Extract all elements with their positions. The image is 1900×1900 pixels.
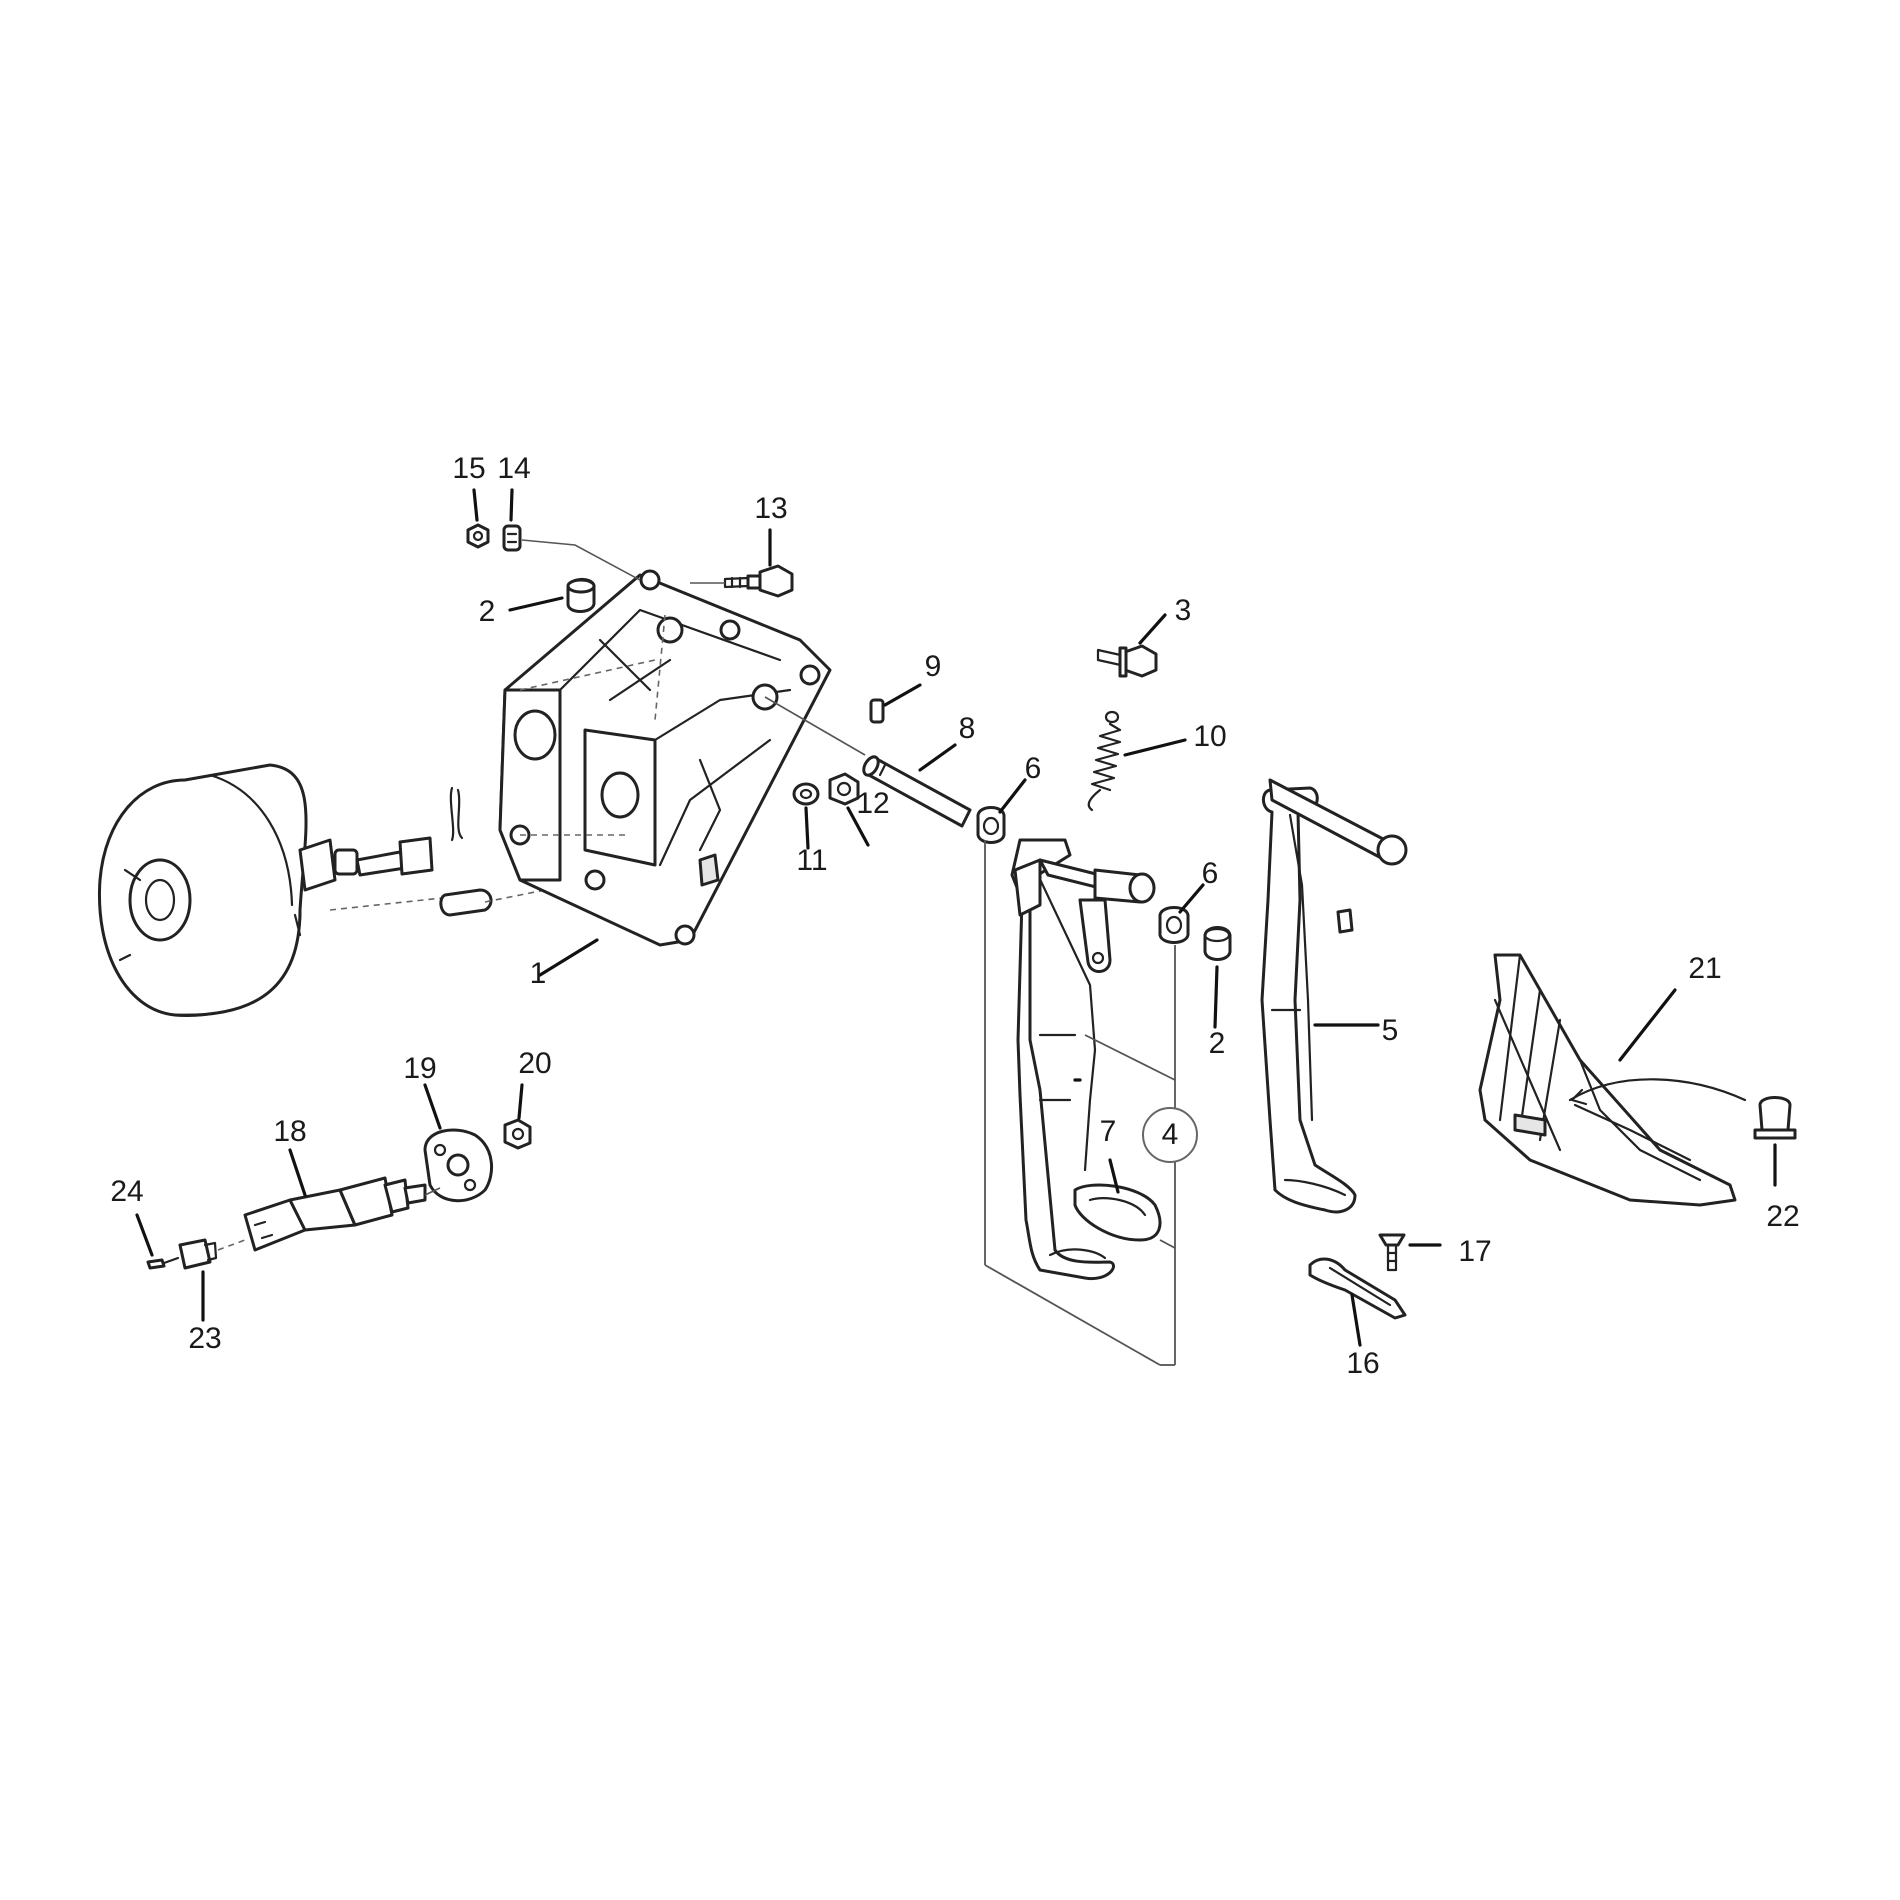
callout-6: 6: [1202, 857, 1219, 890]
callout-4: 4: [1162, 1118, 1179, 1151]
callout-18: 18: [273, 1115, 306, 1148]
assembly-4-bracket: [984, 840, 1176, 1366]
nut-12: [828, 772, 860, 806]
callout-labels: 15 14 13 2 3 9 8 10 6 11 12 1 6 2 5 4 7 …: [110, 452, 1799, 1380]
callout-20: 20: [518, 1047, 551, 1080]
stop-light-switch-18: [243, 1176, 441, 1252]
callout-2: 2: [1209, 1027, 1226, 1060]
callout-8: 8: [959, 712, 976, 745]
callout-19: 19: [403, 1052, 436, 1085]
callout-3: 3: [1175, 594, 1192, 627]
nut-20: [503, 1118, 532, 1150]
callout-23: 23: [188, 1322, 221, 1355]
plug-22: [1753, 1096, 1797, 1140]
callout-7: 7: [1100, 1115, 1117, 1148]
callout-12: 12: [856, 787, 889, 820]
callout-16: 16: [1346, 1347, 1379, 1380]
pedal-bracket: [498, 569, 866, 947]
callout-22: 22: [1766, 1200, 1799, 1233]
foot-rest: [1478, 953, 1747, 1207]
flange-19: [423, 1128, 494, 1203]
callout-9: 9: [925, 650, 942, 683]
bushing-6-b: [1158, 906, 1190, 944]
leader-lines: [135, 488, 1777, 1347]
callout-6: 6: [1025, 752, 1042, 785]
bolt-3: [1096, 644, 1158, 678]
nut-15: [466, 523, 490, 549]
return-spring-10: [1087, 710, 1122, 812]
screw-17: [1378, 1233, 1406, 1272]
assembly-4-ring: [1142, 1107, 1198, 1163]
callout-21: 21: [1688, 952, 1721, 985]
bushing-6-a: [976, 806, 1006, 844]
callout-24: 24: [110, 1175, 143, 1208]
key-9: [869, 698, 885, 724]
bushing-2-top: [566, 578, 596, 613]
pin-24: [146, 1256, 180, 1270]
pedal-pad-7: [1073, 1183, 1162, 1242]
washer-11: [792, 782, 820, 806]
clip-16: [1308, 1257, 1407, 1320]
clevis-pin: [439, 786, 571, 917]
brake-booster: [97, 763, 471, 1017]
callout-10: 10: [1193, 720, 1226, 753]
bolt-13: [690, 564, 794, 598]
connector-23: [178, 1238, 246, 1270]
callout-13: 13: [754, 492, 787, 525]
callout-2: 2: [479, 595, 496, 628]
clutch-pedal: [1010, 838, 1156, 1281]
washer-14: [502, 524, 641, 581]
callout-11: 11: [796, 844, 827, 877]
brake-pedal: [1260, 778, 1408, 1214]
pivot-shaft-8: [862, 755, 972, 828]
callout-17: 17: [1458, 1235, 1491, 1268]
callout-14: 14: [497, 452, 530, 485]
callout-5: 5: [1382, 1014, 1399, 1047]
callout-15: 15: [452, 452, 485, 485]
callout-1: 1: [530, 957, 547, 990]
bushing-2-right: [1203, 926, 1232, 961]
